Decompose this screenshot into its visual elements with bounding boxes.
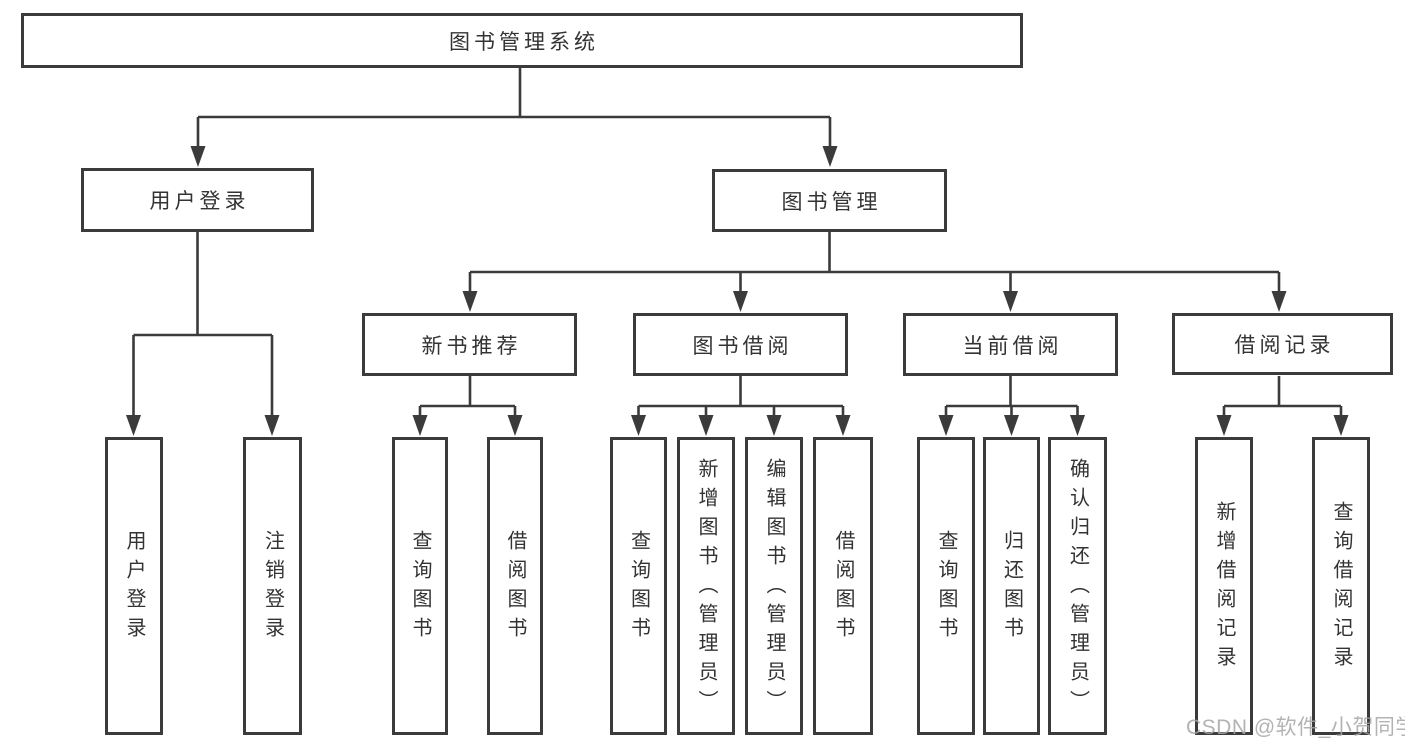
arrow-down-icon xyxy=(733,291,748,312)
leaf-bb-add-book-admin: 新增图书（管理员） xyxy=(677,437,735,735)
arrow-down-icon xyxy=(1003,291,1018,312)
arrow-down-icon xyxy=(264,415,280,436)
node-book-management: 图书管理 xyxy=(712,169,947,232)
arrow-down-icon xyxy=(412,415,428,436)
arrow-down-icon xyxy=(631,415,646,436)
leaf-bb-query-book: 查询图书 xyxy=(610,437,667,735)
branch-borrow-record xyxy=(1216,376,1349,436)
arrow-down-icon xyxy=(938,415,954,436)
arrow-down-icon xyxy=(1333,415,1349,436)
node-book-borrow: 图书借阅 xyxy=(633,313,848,376)
leaf-user-login: 用户登录 xyxy=(105,437,163,735)
branch-root xyxy=(190,68,838,167)
branch-book-mgmt xyxy=(462,232,1287,312)
arrow-down-icon xyxy=(507,415,523,436)
node-borrow-record: 借阅记录 xyxy=(1172,313,1393,375)
node-new-book-recommend: 新书推荐 xyxy=(362,313,577,376)
branch-user-login xyxy=(126,232,280,436)
branch-current-borrow xyxy=(938,376,1085,436)
leaf-nbr-borrow-book: 借阅图书 xyxy=(487,437,543,735)
arrow-down-icon xyxy=(1216,415,1232,436)
leaf-br-query-record: 查询借阅记录 xyxy=(1312,437,1370,735)
arrow-down-icon xyxy=(766,415,782,436)
leaf-br-add-record: 新增借阅记录 xyxy=(1195,437,1253,735)
leaf-cb-confirm-return-admin: 确认归还（管理员） xyxy=(1048,437,1107,735)
arrow-down-icon xyxy=(1271,291,1287,312)
arrow-down-icon xyxy=(462,291,478,312)
arrow-down-icon xyxy=(698,415,714,436)
arrow-down-icon xyxy=(1070,415,1085,436)
leaf-cb-return-book: 归还图书 xyxy=(983,437,1040,735)
leaf-bb-edit-book-admin: 编辑图书（管理员） xyxy=(745,437,803,735)
arrow-down-icon xyxy=(190,146,206,167)
watermark: CSDN @软件_小贺同学 xyxy=(1186,716,1405,739)
arrow-down-icon xyxy=(822,146,838,167)
leaf-nbr-query-book: 查询图书 xyxy=(392,437,448,735)
branch-new-book-rec xyxy=(412,376,523,436)
node-current-borrow: 当前借阅 xyxy=(903,313,1118,376)
arrow-down-icon xyxy=(835,415,851,436)
branch-book-borrow xyxy=(631,376,851,436)
node-user-login: 用户登录 xyxy=(81,168,314,232)
leaf-logout: 注销登录 xyxy=(243,437,302,735)
node-system-root: 图书管理系统 xyxy=(21,13,1023,68)
leaf-cb-query-book: 查询图书 xyxy=(917,437,975,735)
arrow-down-icon xyxy=(126,415,141,436)
leaf-bb-borrow-book: 借阅图书 xyxy=(813,437,873,735)
arrow-down-icon xyxy=(1004,415,1019,436)
